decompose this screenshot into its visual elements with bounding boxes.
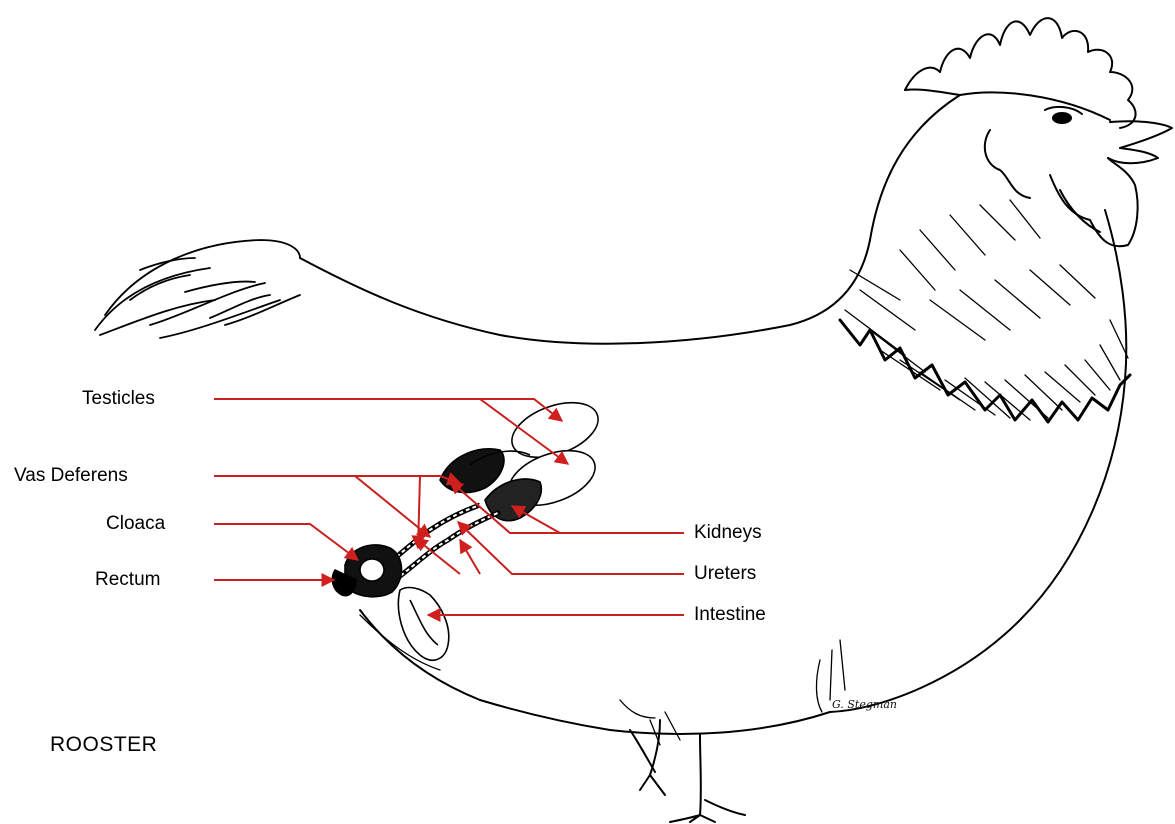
- organs: [332, 392, 605, 660]
- rooster-outline: [300, 95, 1126, 822]
- leader-ureters-1: [458, 522, 684, 574]
- leader-cloaca: [214, 524, 358, 560]
- hackle-feathers: [845, 200, 1128, 420]
- label-cloaca: Cloaca: [106, 514, 165, 533]
- label-kidneys: Kidneys: [694, 523, 762, 542]
- leader-testicles-1: [214, 399, 562, 421]
- diagram-title: ROOSTER: [50, 733, 157, 757]
- label-rectum: Rectum: [95, 570, 160, 589]
- label-vas-deferens: Vas Deferens: [14, 466, 128, 485]
- rooster-head: [905, 18, 1172, 246]
- label-testicles: Testicles: [82, 389, 155, 408]
- leader-ureters-3: [460, 540, 480, 574]
- leader-kidneys-2: [512, 506, 560, 533]
- leader-lines: [214, 399, 684, 615]
- leader-vas-deferens-1: [214, 476, 460, 483]
- label-ureters: Ureters: [694, 564, 756, 583]
- label-intestine: Intestine: [694, 605, 766, 624]
- tail-feathers: [95, 240, 300, 338]
- artist-signature: G. Stegman: [832, 698, 897, 711]
- hackle-edge: [840, 320, 1130, 422]
